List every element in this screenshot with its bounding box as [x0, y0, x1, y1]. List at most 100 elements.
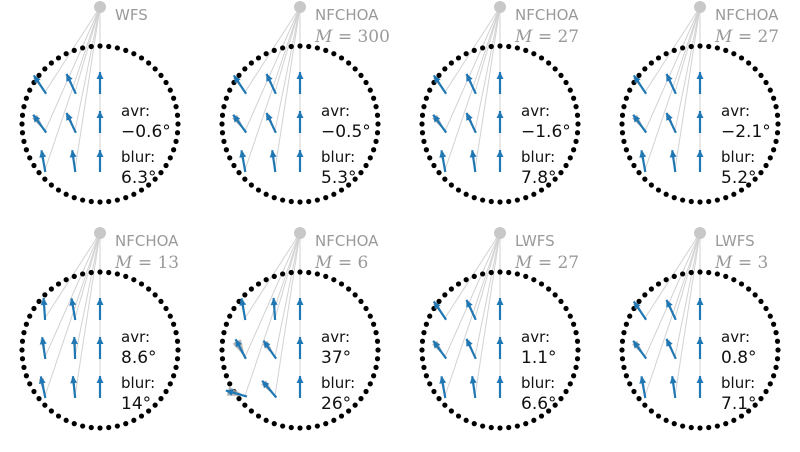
loudspeaker-dot	[23, 147, 29, 153]
arrow-head	[96, 111, 104, 118]
loudspeaker-dot	[158, 72, 164, 78]
loudspeaker-dot	[236, 396, 242, 402]
loudspeaker-dot	[263, 277, 269, 283]
loudspeaker-dot	[219, 130, 226, 136]
loudspeaker-dot	[671, 421, 677, 427]
loudspeaker-dot	[506, 424, 512, 431]
loudspeaker-dot	[763, 388, 769, 395]
loudspeaker-dot	[31, 305, 37, 312]
loudspeaker-dot	[71, 195, 77, 201]
loudspeaker-dot	[152, 292, 158, 298]
loudspeaker-dot	[523, 273, 529, 279]
arrow-head	[439, 150, 447, 158]
loudspeaker-dot	[174, 338, 181, 344]
panel-graphic	[19, 1, 181, 205]
loudspeaker-dot	[714, 45, 720, 51]
arrow-head	[696, 337, 704, 344]
loudspeaker-dot	[227, 381, 233, 387]
arrow-head	[666, 73, 673, 82]
loudspeaker-dot	[680, 271, 686, 277]
virtual-source-dot	[294, 1, 306, 13]
arrow-head	[433, 340, 441, 349]
loudspeaker-dot	[163, 388, 169, 395]
loudspeaker-dot	[23, 95, 29, 101]
loudspeaker-dot	[642, 66, 648, 72]
arrow-head	[433, 114, 441, 123]
loudspeaker-dot	[573, 104, 579, 110]
loudspeaker-dot	[423, 95, 429, 101]
arrow-head	[296, 111, 304, 118]
arrow-head	[239, 298, 247, 306]
loudspeaker-dot	[436, 170, 442, 176]
loudspeaker-dot	[746, 408, 752, 414]
loudspeaker-dot	[175, 347, 181, 353]
loudspeaker-dot	[31, 162, 37, 169]
loudspeaker-dot	[771, 95, 777, 101]
ray-line	[74, 232, 101, 358]
loudspeaker-dot	[419, 130, 426, 136]
arrow-head	[439, 376, 447, 384]
loudspeaker-dot	[571, 373, 577, 379]
loudspeaker-dot	[97, 269, 103, 275]
loudspeaker-dot	[42, 66, 48, 72]
blur-value: 14°	[121, 394, 152, 414]
loudspeaker-dot	[374, 130, 381, 136]
loudspeaker-dot	[714, 271, 720, 277]
order-label: M = 13	[115, 253, 179, 273]
blur-label: blur:	[321, 374, 356, 392]
loudspeaker-dot	[688, 43, 694, 50]
order-value: 13	[157, 253, 180, 273]
loudspeaker-dot	[297, 269, 303, 275]
arrow-head	[70, 376, 78, 384]
loudspeaker-dot	[163, 305, 169, 312]
loudspeaker-dot	[671, 195, 677, 201]
loudspeaker-dot	[431, 162, 437, 169]
order-value: 27	[757, 27, 780, 47]
order-symbol: M	[715, 27, 733, 47]
loudspeaker-dot	[448, 60, 454, 66]
ray-group	[44, 232, 101, 397]
loudspeaker-dot	[55, 413, 62, 419]
loudspeaker-dot	[338, 55, 345, 61]
loudspeaker-dot	[231, 162, 237, 169]
loudspeaker-dot	[36, 170, 42, 176]
loudspeaker-dot	[123, 47, 129, 53]
arrow-head	[696, 376, 704, 383]
arrow-head	[66, 73, 73, 82]
loudspeaker-dot	[23, 373, 29, 379]
loudspeaker-dot	[738, 281, 745, 287]
loudspeaker-dot	[223, 147, 229, 153]
loudspeaker-dot	[538, 55, 545, 61]
loudspeaker-dot	[331, 417, 337, 423]
loudspeaker-dot	[221, 138, 227, 144]
loudspeaker-dot	[655, 281, 662, 287]
loudspeaker-dot	[97, 199, 103, 205]
loudspeaker-dot	[538, 187, 545, 193]
blur-label: blur:	[721, 374, 756, 392]
loudspeaker-dot	[631, 162, 637, 169]
order-value: 6	[357, 253, 369, 273]
loudspeaker-dot	[48, 408, 54, 414]
method-label: LWFS	[715, 232, 755, 250]
loudspeaker-dot	[242, 176, 248, 182]
loudspeaker-dot	[571, 147, 577, 153]
loudspeaker-dot	[288, 198, 294, 205]
loudspeaker-dot	[131, 417, 137, 423]
loudspeaker-dot	[288, 43, 294, 50]
ray-line	[444, 232, 501, 358]
avr-value: −0.6°	[121, 122, 171, 142]
blur-value: 7.8°	[521, 168, 557, 188]
loudspeaker-dot	[42, 402, 48, 408]
loudspeaker-dot	[419, 347, 425, 353]
order-equals: =	[132, 253, 158, 273]
virtual-source-dot	[694, 227, 706, 239]
listener-arrows	[38, 297, 104, 399]
loudspeaker-dot	[352, 292, 358, 298]
loudspeaker-dot	[563, 388, 569, 395]
loudspeaker-dot	[236, 72, 242, 78]
loudspeaker-dot	[546, 182, 552, 188]
arrow-head	[40, 298, 48, 306]
loudspeaker-dot	[688, 424, 694, 431]
